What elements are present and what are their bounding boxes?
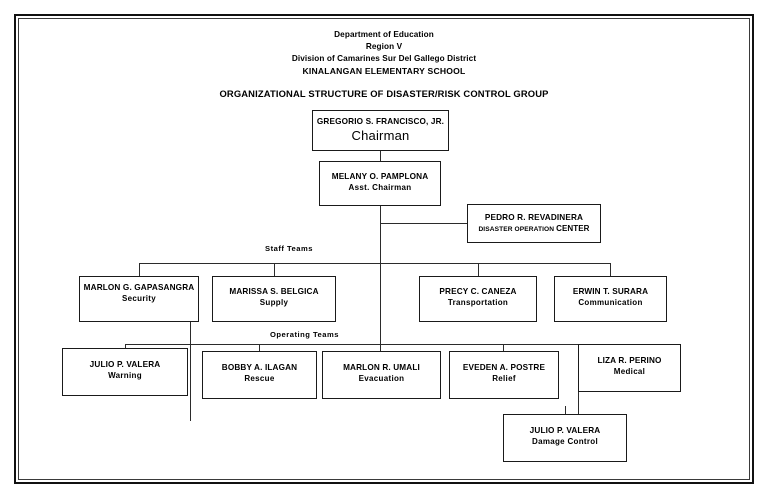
connector-drop-transportation xyxy=(478,263,480,276)
connector-drop-evacuation xyxy=(380,344,382,351)
node-communication-role: Communication xyxy=(578,298,643,307)
node-security-name: MARLON G. GAPASANGRA xyxy=(83,283,195,292)
node-evacuation-name: MARLON R. UMALI xyxy=(343,363,420,372)
label-operating-teams: Operating Teams xyxy=(268,330,341,339)
node-chairman-name: GREGORIO S. FRANCISCO, JR. xyxy=(316,117,445,126)
connector-left-stem xyxy=(190,322,192,421)
page-title: ORGANIZATIONAL STRUCTURE OF DISASTER/RIS… xyxy=(219,88,549,99)
node-damage-control[interactable]: JULIO P. VALERA Damage Control xyxy=(503,414,627,462)
node-communication[interactable]: ERWIN T. SURARA Communication xyxy=(554,276,667,322)
node-asst-chairman-name: MELANY O. PAMPLONA xyxy=(331,172,429,181)
header-division: Division of Camarines Sur Del Gallego Di… xyxy=(291,54,477,63)
node-asst-chairman-role: Asst. Chairman xyxy=(348,183,412,192)
node-damage-control-name: JULIO P. VALERA xyxy=(529,426,601,435)
node-supply-name: MARISSA S. BELGICA xyxy=(229,287,319,296)
node-medical-name: LIZA R. PERINO xyxy=(597,356,662,365)
node-warning-name: JULIO P. VALERA xyxy=(89,360,161,369)
connector-operating-teams-bar xyxy=(125,344,579,346)
node-security-role: Security xyxy=(122,294,156,303)
node-damage-control-role: Damage Control xyxy=(532,437,598,446)
connector-drop-security xyxy=(139,263,141,276)
node-security[interactable]: MARLON G. GAPASANGRA Security xyxy=(79,276,199,322)
node-relief-name: EVEDEN A. POSTRE xyxy=(462,363,546,372)
node-supply-role: Supply xyxy=(259,298,289,307)
node-rescue[interactable]: BOBBY A. ILAGAN Rescue xyxy=(202,351,317,399)
connector-drop-supply xyxy=(274,263,276,276)
node-supply[interactable]: MARISSA S. BELGICA Supply xyxy=(212,276,336,322)
connector-drop-relief xyxy=(503,344,505,351)
node-disaster-operation-center-name: PEDRO R. REVADINERA xyxy=(484,213,584,222)
connector-staff-teams-bar xyxy=(139,263,611,265)
connector-asst-trunk xyxy=(380,206,382,344)
header-region: Region V xyxy=(365,42,403,51)
node-asst-chairman[interactable]: MELANY O. PAMPLONA Asst. Chairman xyxy=(319,161,441,206)
node-rescue-role: Rescue xyxy=(244,374,275,383)
node-chairman-role: Chairman xyxy=(351,128,410,143)
connector-drop-rescue xyxy=(259,344,261,351)
connector-chairman-to-asst xyxy=(380,151,382,161)
node-rescue-name: BOBBY A. ILAGAN xyxy=(221,363,298,372)
node-communication-name: ERWIN T. SURARA xyxy=(572,287,649,296)
connector-drop-communication xyxy=(610,263,612,276)
node-disaster-operation-center-role: DISASTER OPERATION CENTER xyxy=(468,223,600,235)
node-evacuation[interactable]: MARLON R. UMALI Evacuation xyxy=(322,351,441,399)
node-transportation-name: PRECY C. CANEZA xyxy=(439,287,517,296)
doc-role-emphasis: CENTER xyxy=(556,224,590,233)
page-inner-border xyxy=(18,18,750,480)
node-relief-role: Relief xyxy=(492,374,516,383)
header-school: KINALANGAN ELEMENTARY SCHOOL xyxy=(302,66,466,76)
node-medical-role: Medical xyxy=(613,367,646,376)
connector-to-doc xyxy=(380,223,467,225)
node-chairman[interactable]: GREGORIO S. FRANCISCO, JR. Chairman xyxy=(312,110,449,151)
connector-drop-warning xyxy=(125,344,127,348)
node-transportation-role: Transportation xyxy=(447,298,509,307)
node-warning[interactable]: JULIO P. VALERA Warning xyxy=(62,348,188,396)
label-staff-teams: Staff Teams xyxy=(263,244,315,253)
doc-role-prefix: DISASTER OPERATION xyxy=(478,226,557,233)
node-medical[interactable]: LIZA R. PERINO Medical xyxy=(578,344,681,392)
node-transportation[interactable]: PRECY C. CANEZA Transportation xyxy=(419,276,537,322)
node-evacuation-role: Evacuation xyxy=(358,374,405,383)
page-outer-border xyxy=(14,14,754,484)
node-relief[interactable]: EVEDEN A. POSTRE Relief xyxy=(449,351,559,399)
header-department: Department of Education xyxy=(334,30,434,39)
node-warning-role: Warning xyxy=(108,371,142,380)
node-disaster-operation-center[interactable]: PEDRO R. REVADINERA DISASTER OPERATION C… xyxy=(467,204,601,243)
